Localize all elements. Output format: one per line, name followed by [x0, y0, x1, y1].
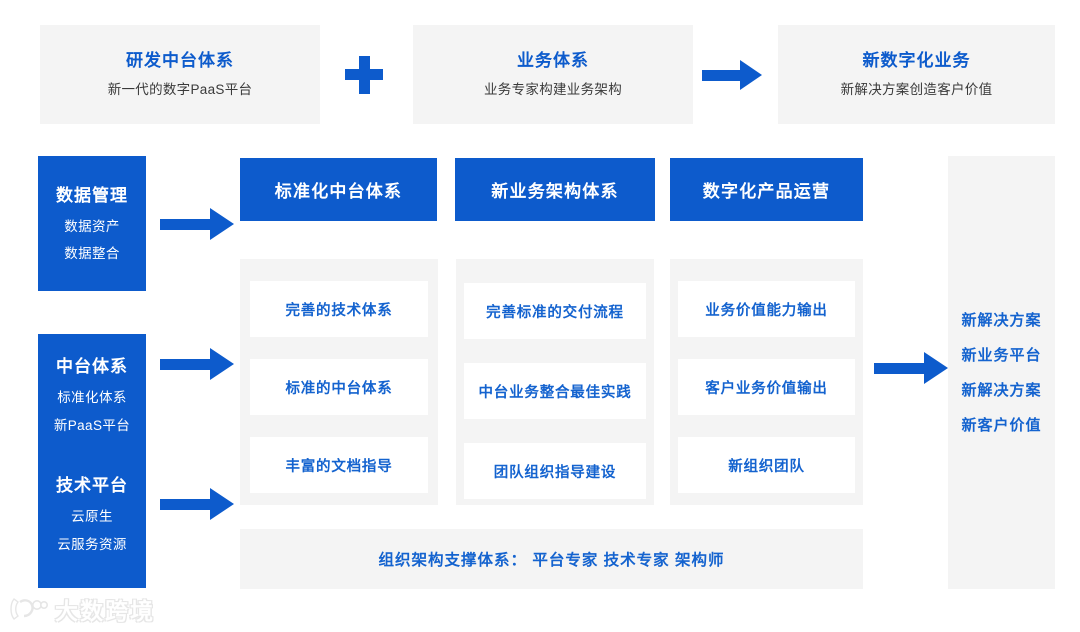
card-item[interactable]: 标准的中台体系	[250, 359, 428, 415]
column-header-digital-product-ops[interactable]: 数字化产品运营	[670, 158, 863, 221]
left-box-title: 技术平台	[56, 476, 128, 495]
left-box-data-management[interactable]: 数据管理 数据资产 数据整合	[38, 156, 146, 291]
left-box-item: 数据资产	[64, 218, 120, 234]
column-header-standard-platform[interactable]: 标准化中台体系	[240, 158, 437, 221]
left-box-item: 数据整合	[64, 246, 120, 261]
arrow-right-icon-row3	[160, 488, 235, 520]
arrow-right-icon-row1	[160, 208, 235, 240]
card-item[interactable]: 客户业务价值输出	[678, 359, 855, 415]
left-box-title: 数据管理	[56, 185, 128, 205]
left-box-item: 标准化体系	[57, 390, 127, 405]
left-box-item: 云服务资源	[57, 536, 127, 552]
card-item[interactable]: 团队组织指导建设	[464, 443, 646, 499]
wm-logo-icon	[10, 598, 48, 620]
column-header-new-business-arch[interactable]: 新业务架构体系	[455, 158, 655, 221]
card-item[interactable]: 完善的技术体系	[250, 281, 428, 337]
plus-icon	[345, 56, 383, 94]
column-panel-2: 完善标准的交付流程 中台业务整合最佳实践 团队组织指导建设	[456, 259, 654, 505]
arrow-right-icon-top	[702, 60, 762, 90]
top-card-business-system: 业务体系 业务专家构建业务架构	[413, 25, 693, 124]
card-item[interactable]: 丰富的文档指导	[250, 437, 428, 493]
top-card-new-digital-business: 新数字化业务 新解决方案创造客户价值	[778, 25, 1055, 124]
card-item[interactable]: 新组织团队	[678, 437, 855, 493]
left-box-title: 中台体系	[56, 357, 128, 376]
card-item[interactable]: 完善标准的交付流程	[464, 283, 646, 339]
arrow-right-icon-output	[874, 352, 949, 384]
left-box-item: 云原生	[71, 509, 113, 524]
arrow-right-icon-row2	[160, 348, 235, 380]
bottom-support-bar: 组织架构支撑体系： 平台专家 技术专家 架构师	[240, 529, 863, 589]
top-card-subtitle: 新一代的数字PaaS平台	[107, 82, 253, 98]
right-outcome-panel: 新解决方案 新业务平台 新解决方案 新客户价值	[948, 156, 1055, 589]
top-card-subtitle: 业务专家构建业务架构	[484, 82, 622, 98]
top-card-subtitle: 新解决方案创造客户价值	[840, 82, 993, 98]
column-panel-3: 业务价值能力输出 客户业务价值输出 新组织团队	[670, 259, 863, 505]
outcome-line: 新解决方案	[961, 311, 1042, 329]
watermark: 大数跨境	[8, 592, 155, 626]
top-card-title: 业务体系	[517, 51, 589, 71]
outcome-line: 新解决方案	[961, 381, 1042, 399]
card-item[interactable]: 业务价值能力输出	[678, 281, 855, 337]
top-card-rd-platform: 研发中台体系 新一代的数字PaaS平台	[40, 25, 320, 124]
top-card-title: 研发中台体系	[126, 51, 234, 71]
outcome-line: 新客户价值	[961, 416, 1042, 434]
left-box-item: 新PaaS平台	[53, 417, 131, 433]
card-item[interactable]: 中台业务整合最佳实践	[464, 363, 646, 419]
column-panel-1: 完善的技术体系 标准的中台体系 丰富的文档指导	[240, 259, 438, 505]
watermark-text: 大数跨境	[55, 598, 155, 624]
outcome-line: 新业务平台	[961, 346, 1042, 364]
left-box-tech-platform[interactable]: 技术平台 云原生 云服务资源	[38, 440, 146, 588]
top-card-title: 新数字化业务	[862, 51, 971, 71]
left-box-middle-platform[interactable]: 中台体系 标准化体系 新PaaS平台	[38, 334, 146, 456]
